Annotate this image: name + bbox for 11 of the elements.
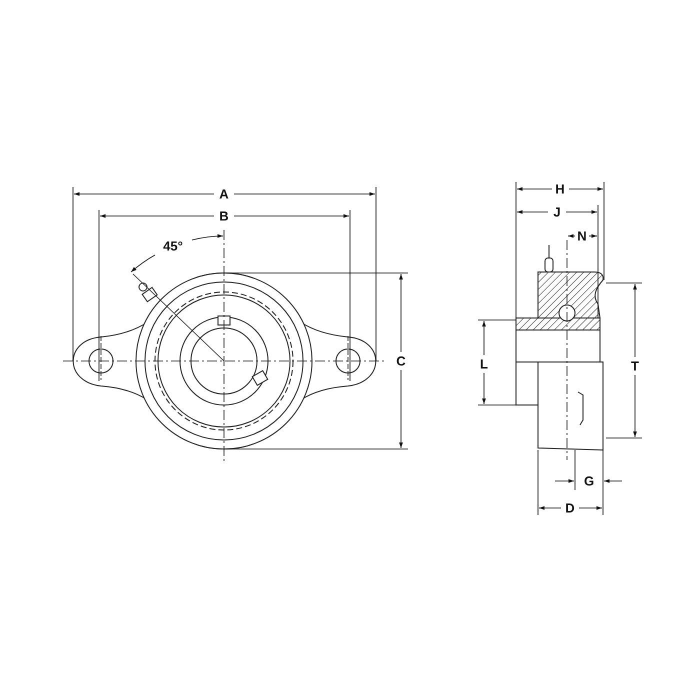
dimension-label: J bbox=[553, 204, 561, 220]
dimension-label: 45° bbox=[163, 238, 183, 254]
dimension-label: L bbox=[480, 356, 488, 372]
dimension-label: G bbox=[584, 474, 594, 488]
dimension-label: B bbox=[219, 208, 229, 224]
dimension-label: D bbox=[565, 500, 575, 516]
dimension-label: N bbox=[577, 228, 587, 244]
dimension-label: C bbox=[396, 354, 406, 368]
dimension-label: H bbox=[555, 182, 565, 196]
dimension-label: A bbox=[219, 186, 229, 202]
dimension-label: T bbox=[631, 358, 639, 374]
